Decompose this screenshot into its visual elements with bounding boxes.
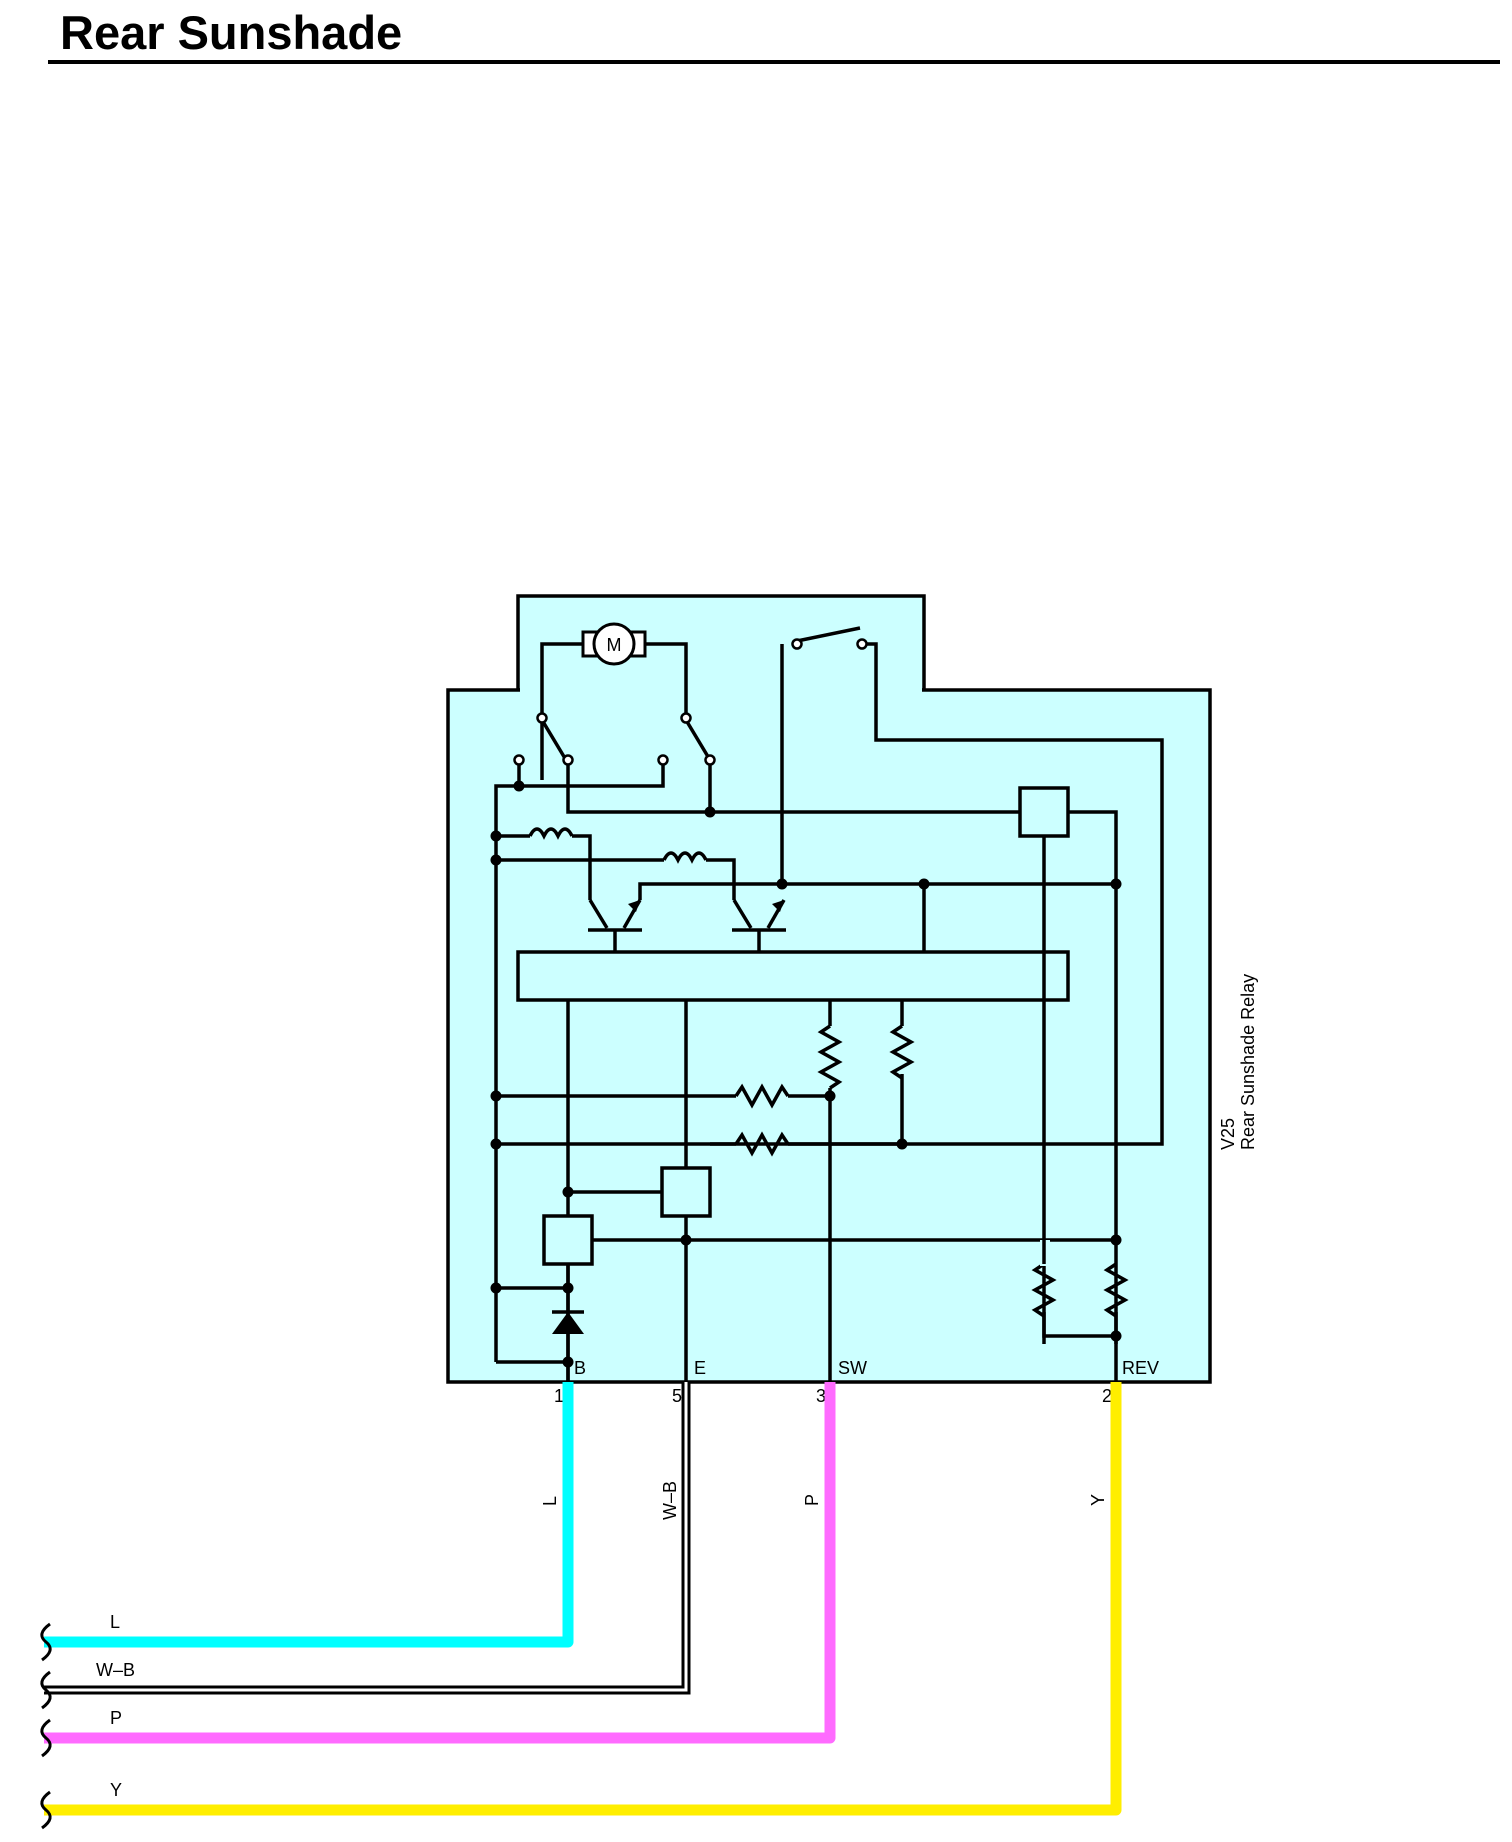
motor-label: M xyxy=(607,635,622,655)
component-label: V25 Rear Sunshade Relay xyxy=(1218,974,1258,1150)
limit-switch xyxy=(710,626,1164,1146)
wire-label-p: P xyxy=(110,1708,122,1728)
relay-contacts xyxy=(513,712,1020,814)
wire-label-vertical-l: L xyxy=(540,1496,560,1506)
wire-label-vertical-w-b: W–B xyxy=(660,1481,680,1520)
junction-dots xyxy=(490,780,1122,1368)
motor-symbol: M xyxy=(540,622,688,780)
terminal-sw-label: SW xyxy=(838,1358,867,1378)
terminal-rev-label: REV xyxy=(1122,1358,1159,1378)
wire-y xyxy=(44,1382,1122,1816)
wire-label-l: L xyxy=(110,1612,120,1632)
wire-label-vertical-y: Y xyxy=(1088,1494,1108,1506)
switch-contact-2 xyxy=(856,638,868,650)
pin-number-rev: 2 xyxy=(1102,1386,1112,1406)
wire-break-marks xyxy=(40,1622,52,1830)
pin-number-e: 5 xyxy=(672,1386,682,1406)
wire-label-y: Y xyxy=(110,1780,122,1800)
svg-text:V25: V25 xyxy=(1218,1118,1238,1150)
switch-contact-1 xyxy=(791,638,803,650)
transistors xyxy=(588,882,1116,952)
control-ic xyxy=(516,950,1070,1002)
relay-coils xyxy=(496,827,736,900)
control-block-e xyxy=(660,1166,712,1218)
control-block-b xyxy=(542,1214,594,1266)
sensor-block-upper xyxy=(1018,786,1070,838)
terminal-b-label: B xyxy=(574,1358,586,1378)
wire-label-vertical-p: P xyxy=(802,1494,822,1506)
pin-number-sw: 3 xyxy=(816,1386,826,1406)
pin-number-b: 1 xyxy=(554,1386,564,1406)
svg-text:Rear Sunshade Relay: Rear Sunshade Relay xyxy=(1238,974,1258,1150)
wire-w-b xyxy=(44,1382,691,1695)
wire-label-w-b: W–B xyxy=(96,1660,135,1680)
page-title: Rear Sunshade xyxy=(60,6,402,59)
wire-p xyxy=(44,1382,836,1744)
wire-l xyxy=(44,1382,574,1648)
terminal-e-label: E xyxy=(694,1358,706,1378)
